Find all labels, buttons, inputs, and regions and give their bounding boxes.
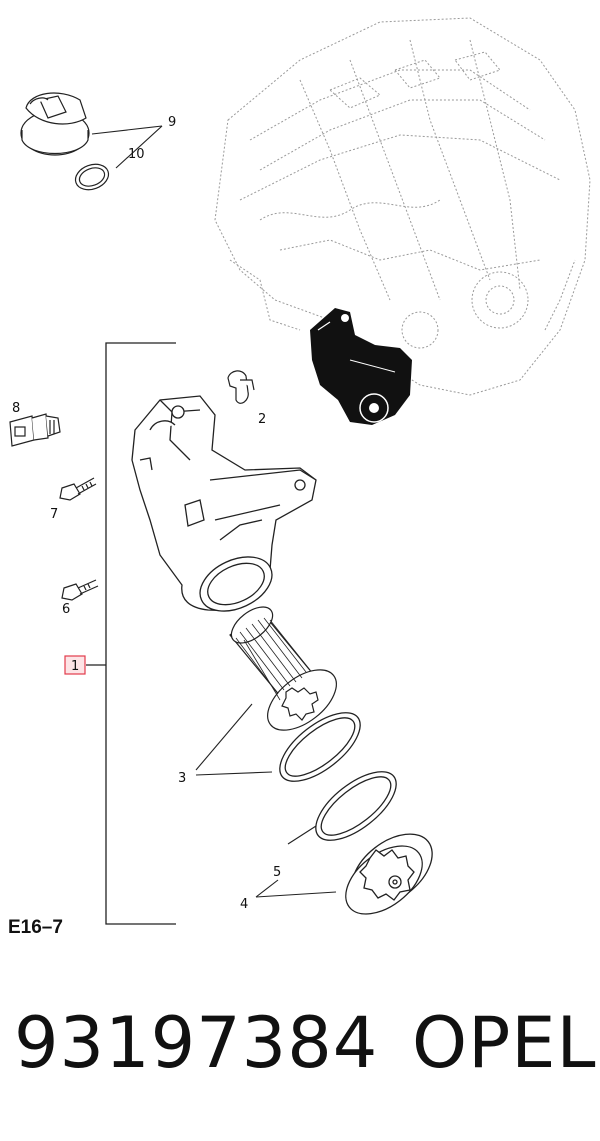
brand-name: OPEL: [412, 1002, 597, 1084]
oil-pressure-sensor-part: [9, 413, 61, 447]
bolt-part-6: [61, 579, 99, 601]
group-bracket: [86, 342, 176, 925]
callout-3: 3: [178, 771, 186, 786]
callout-10: 10: [128, 147, 145, 162]
callout-4: 4: [240, 897, 248, 912]
callout-9: 9: [168, 115, 176, 130]
callout-2: 2: [258, 412, 266, 427]
seal-ring-part-3: [279, 712, 361, 782]
parts-diagram: 1 2 3 4 5 6 7 8 9 10: [9, 17, 591, 925]
oil-filler-cap-part: [20, 92, 90, 156]
callout-8: 8: [12, 401, 20, 416]
filler-cap-seal-ring: [74, 163, 110, 191]
oil-filter-housing-part: [131, 395, 317, 612]
part-number: 93197384: [14, 1002, 379, 1084]
filter-element-part: [229, 606, 337, 731]
callout-1-highlight-box: [64, 655, 86, 675]
mounted-filter-housing-highlight: [310, 308, 412, 425]
bolt-part-7: [59, 477, 97, 501]
callout-7: 7: [50, 507, 58, 522]
filter-cap-part: [345, 833, 433, 915]
leader-lines: [91, 125, 337, 898]
callout-1: 1: [71, 659, 79, 674]
seal-ring-part-5: [315, 771, 397, 841]
callout-6: 6: [62, 602, 70, 617]
callout-5: 5: [273, 865, 281, 880]
engine-block-illustration: [214, 17, 591, 396]
clip-part: [227, 370, 255, 404]
diagram-code-label: E16–7: [8, 917, 63, 938]
